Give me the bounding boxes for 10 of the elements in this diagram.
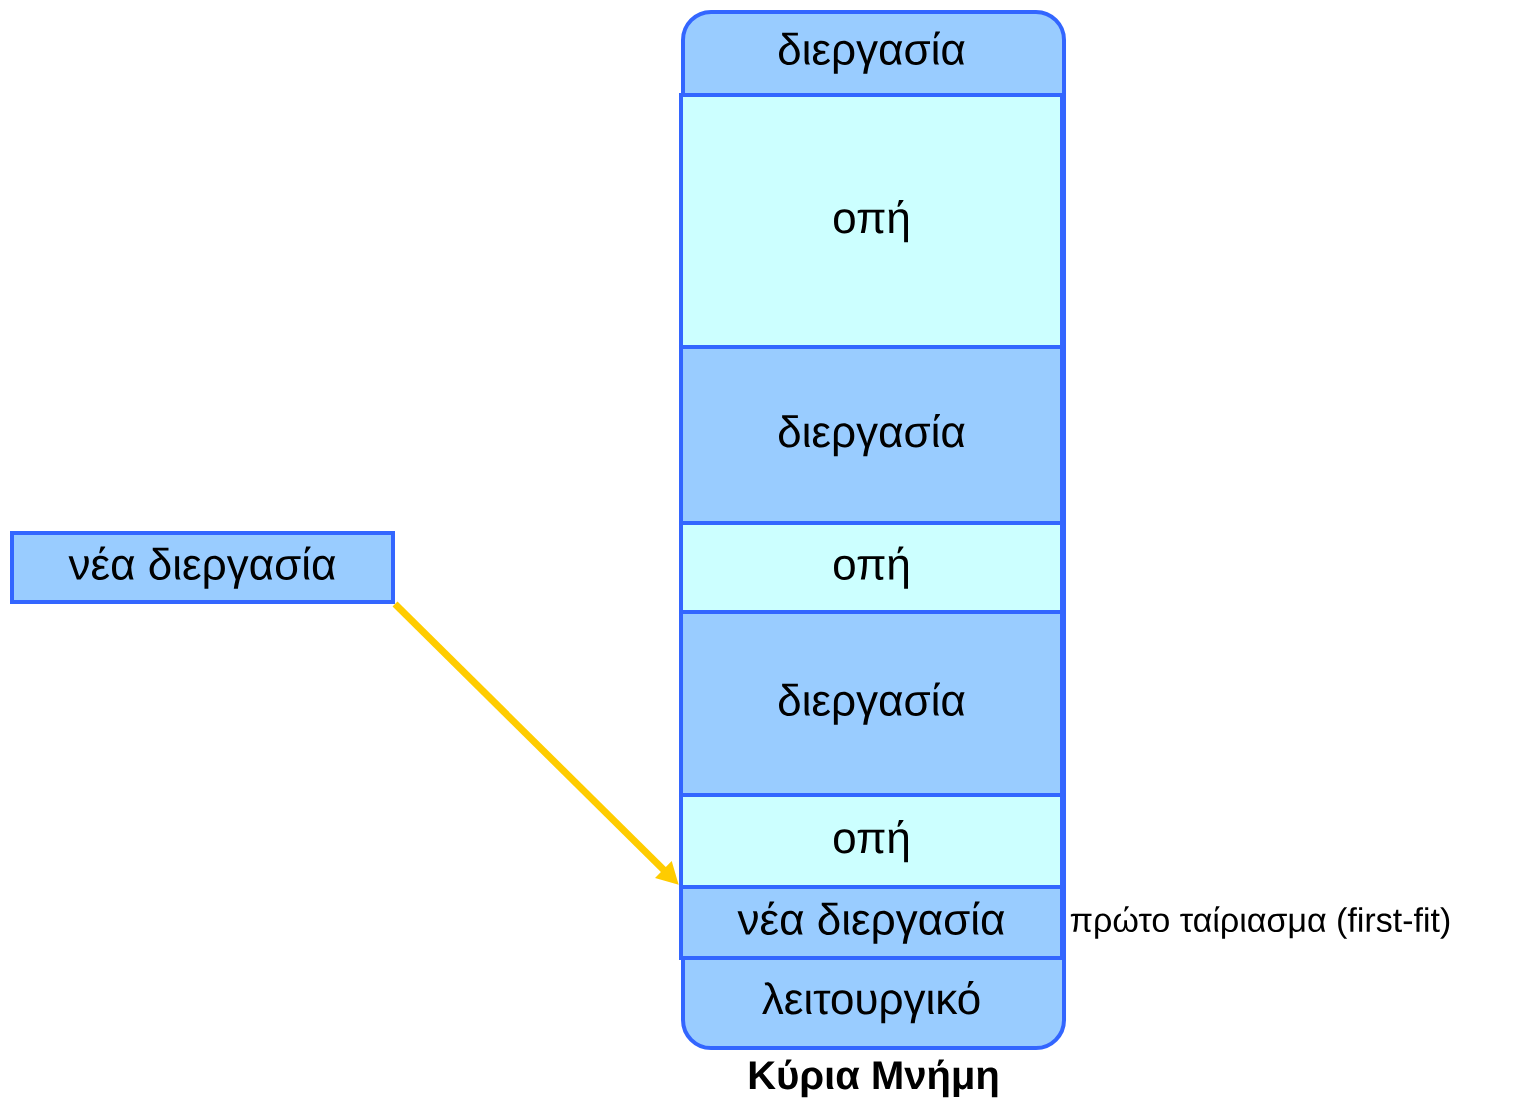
memory-cell: διεργασία	[679, 610, 1064, 797]
process-box: νέα διεργασία	[10, 531, 395, 604]
memory-cell: οπή	[679, 793, 1064, 889]
memory-cell: διεργασία	[679, 345, 1064, 525]
memory-cell: λειτουργικό	[762, 980, 980, 1024]
node-label: Κύρια Μνήμη	[749, 1059, 998, 1098]
node-label: πρώτο ταίριασμα (first-fit)	[1070, 906, 1450, 939]
memory-cell: οπή	[679, 93, 1064, 349]
memory-cell: οπή	[679, 521, 1064, 614]
memory-cell: διεργασία	[779, 31, 965, 74]
